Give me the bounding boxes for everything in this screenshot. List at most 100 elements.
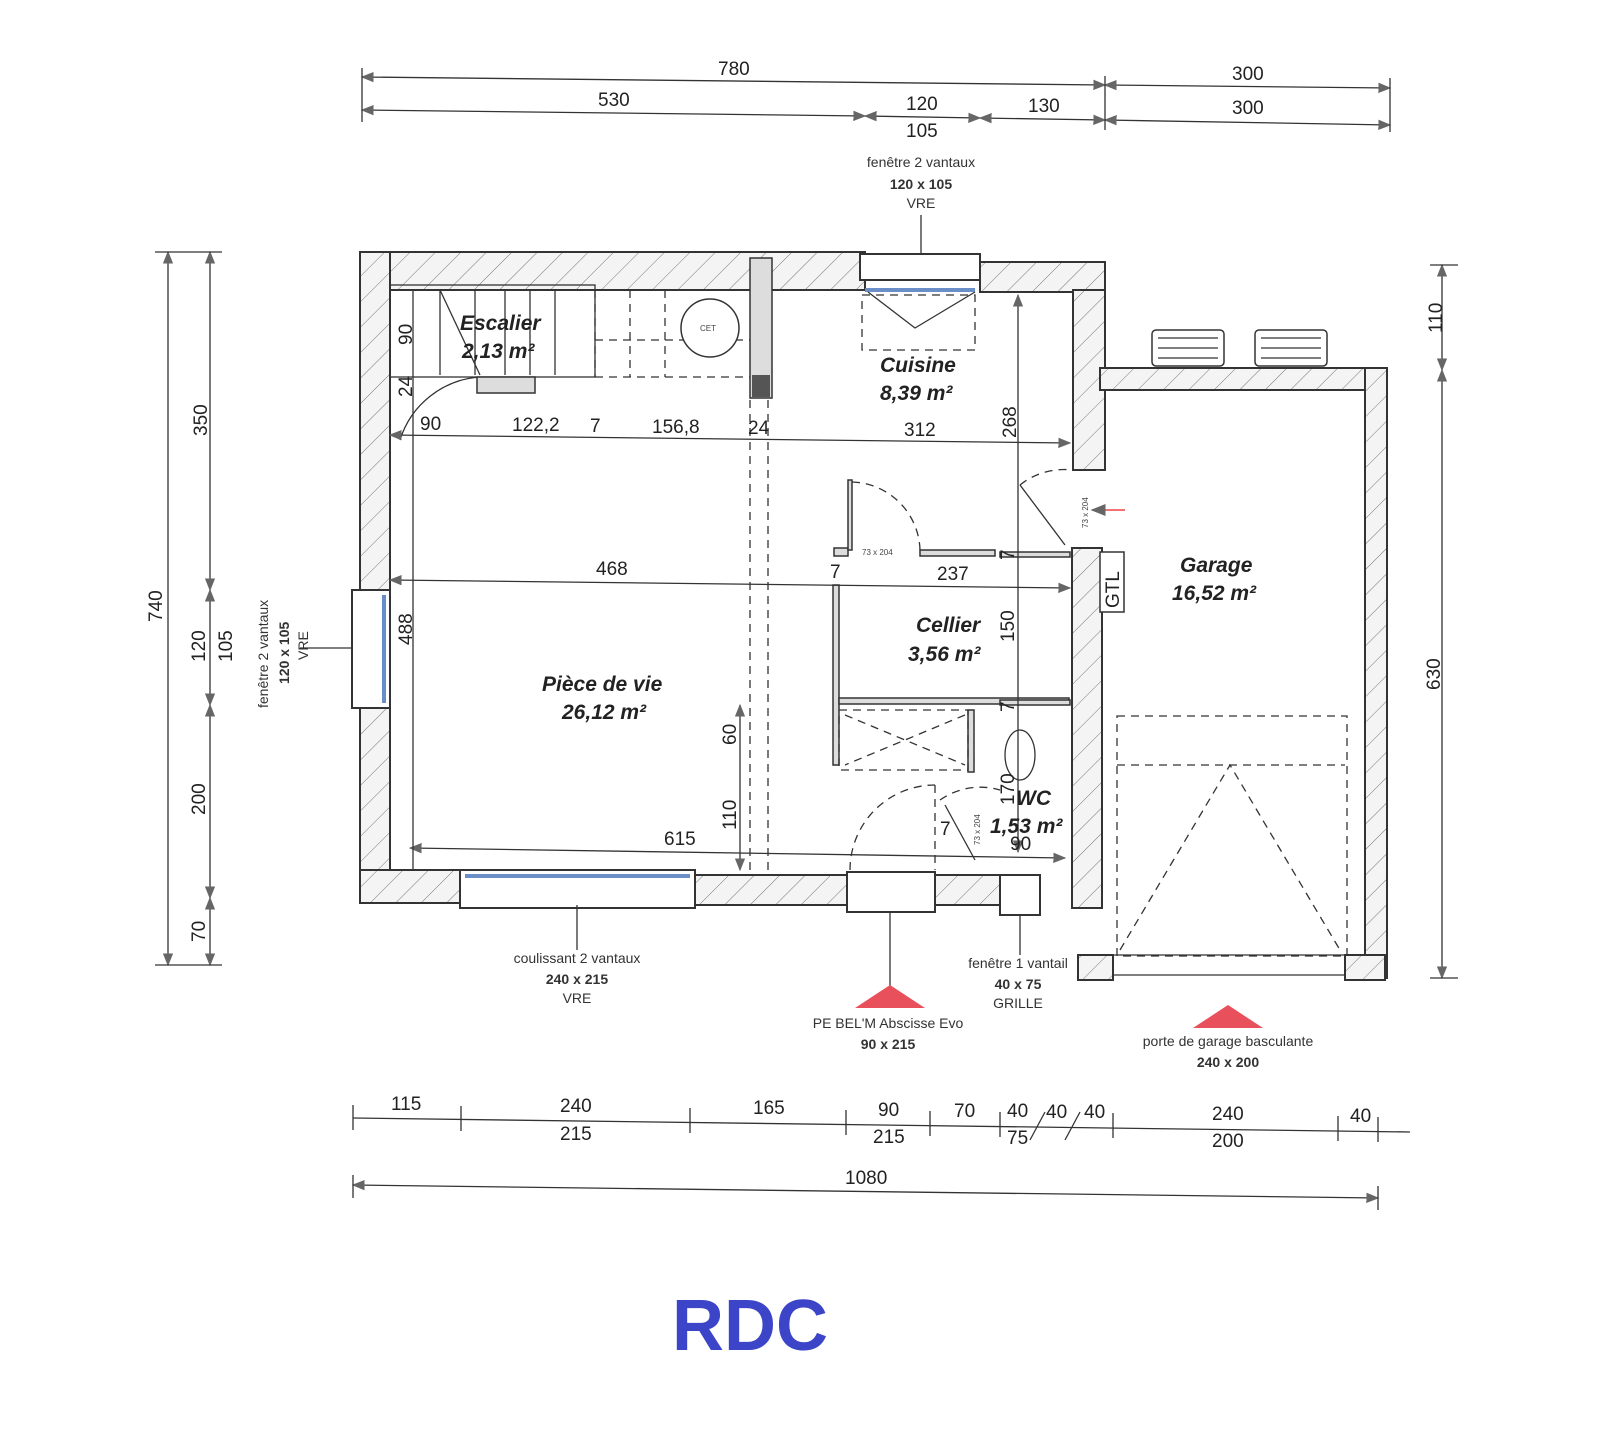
top-dimensions: 780 300 530 120 105 130 300: [360, 59, 1392, 142]
dim-90-wc: 90: [1010, 834, 1031, 855]
left-window-size: 120 x 105: [276, 622, 292, 684]
dim-110: 110: [720, 800, 741, 830]
room-piece-de-vie-area: 26,12 m²: [561, 701, 647, 724]
room-cellier-area: 3,56 m²: [908, 643, 981, 666]
dim-bottom-215: 215: [560, 1124, 592, 1145]
heat-pump-unit-icon: [1254, 329, 1328, 367]
entry-door-marker-icon: [855, 985, 925, 1008]
dim-7-b: 7: [830, 562, 841, 583]
sliding-door-size: 240 x 215: [546, 971, 608, 987]
dim-468: 468: [596, 559, 628, 580]
room-cuisine-area: 8,39 m²: [880, 382, 953, 405]
dim-130: 130: [1028, 96, 1060, 117]
gtl-panel: GTL: [1099, 551, 1125, 613]
door-size-label: 73 x 204: [862, 548, 893, 557]
gtl-label: GTL: [1103, 571, 1124, 608]
dim-bottom-165: 165: [753, 1098, 785, 1119]
dim-bottom-240: 240: [560, 1096, 592, 1117]
dim-7-c: 7: [998, 549, 1019, 560]
dim-90: 90: [420, 414, 441, 435]
dim-615: 615: [664, 829, 696, 850]
house-walls: [351, 251, 1106, 916]
dim-156-8: 156,8: [652, 417, 700, 438]
sliding-door-type: coulissant 2 vantaux: [514, 950, 641, 966]
garage-door-marker-icon: [1193, 1005, 1263, 1028]
dim-122-2: 122,2: [512, 415, 560, 436]
room-cellier-name: Cellier: [916, 614, 982, 637]
cet-water-heater-icon: CET: [680, 298, 740, 358]
dim-530: 530: [598, 90, 630, 111]
room-wc-name: WC: [1016, 787, 1052, 810]
room-garage-name: Garage: [1180, 554, 1253, 577]
dim-7-e: 7: [940, 819, 951, 840]
garage-door-type: porte de garage basculante: [1143, 1033, 1314, 1049]
cet-label: CET: [700, 324, 716, 333]
dim-7-d: 7: [998, 701, 1019, 712]
room-escalier-name: Escalier: [460, 312, 542, 335]
dim-bottom-75: 75: [1007, 1128, 1028, 1149]
dim-bottom-115: 115: [391, 1094, 421, 1115]
partitions: [389, 284, 1073, 871]
dim-stair-24: 24: [396, 375, 417, 397]
dim-630: 630: [1424, 658, 1445, 690]
wc-window-type: fenêtre 1 vantail: [968, 955, 1068, 971]
dim-bottom-215-door: 215: [873, 1127, 905, 1148]
entry-door-size: 90 x 215: [861, 1036, 916, 1052]
dim-268: 268: [1000, 406, 1021, 438]
left-window-type: fenêtre 2 vantaux: [255, 600, 271, 708]
dim-bottom-1080: 1080: [845, 1168, 887, 1189]
dim-bottom-40-b: 40: [1046, 1102, 1067, 1123]
dim-bottom-90: 90: [878, 1100, 899, 1121]
wc-window-option: GRILLE: [993, 995, 1043, 1011]
room-garage-area: 16,52 m²: [1172, 582, 1257, 605]
left-window-option: VRE: [295, 631, 311, 660]
sliding-door-option: VRE: [563, 990, 592, 1006]
dim-110-right: 110: [1426, 303, 1447, 333]
window-option: VRE: [907, 195, 936, 211]
room-escalier-area: 2,13 m²: [461, 340, 535, 363]
dim-bottom-40-d: 40: [1350, 1106, 1371, 1127]
dim-120: 120: [906, 94, 938, 115]
dim-780: 780: [718, 59, 750, 80]
interior-dimensions: 90 24 90 122,2 7 156,8 24 312 268 468 7 …: [388, 290, 1072, 872]
wc-window-size: 40 x 75: [995, 976, 1042, 992]
dim-150: 150: [998, 610, 1019, 642]
dim-170: 170: [998, 773, 1019, 805]
dim-stair-90: 90: [396, 324, 417, 345]
room-cuisine-name: Cuisine: [880, 354, 956, 377]
floor-title: RDC: [672, 1286, 828, 1366]
window-type: fenêtre 2 vantaux: [867, 154, 975, 170]
right-dimensions: 110 630: [1424, 263, 1458, 980]
door-size-label: 73 x 204: [1081, 497, 1090, 528]
garage-walls: [1077, 329, 1388, 981]
dim-7: 7: [590, 416, 601, 437]
dim-60: 60: [720, 724, 741, 745]
dim-24: 24: [748, 418, 770, 439]
dim-bottom-200: 200: [1212, 1131, 1244, 1152]
dim-300-top: 300: [1232, 64, 1264, 85]
kitchen-window-label: fenêtre 2 vantaux 120 x 105 VRE: [867, 154, 975, 278]
room-wc-area: 1,53 m²: [990, 815, 1063, 838]
dim-bottom-240-garage: 240: [1212, 1104, 1244, 1125]
dim-bottom-70: 70: [954, 1101, 975, 1122]
left-dimensions: 740 350 120 105 200 70 fenêtre 2 vantaux…: [146, 250, 372, 967]
room-piece-de-vie-name: Pièce de vie: [542, 673, 663, 696]
dim-200-left: 200: [189, 783, 210, 815]
dim-488: 488: [396, 613, 417, 645]
dim-105-left: 105: [216, 630, 237, 662]
heat-pump-unit-icon: [1151, 329, 1225, 367]
dim-bottom-40-a: 40: [1007, 1101, 1028, 1122]
dim-237: 237: [937, 564, 969, 585]
dim-bottom-40-c: 40: [1084, 1102, 1105, 1123]
dim-120-left: 120: [189, 630, 210, 662]
bottom-dimensions: 115 240 215 165 90 215 70 40 75 40 40 24…: [351, 1094, 1411, 1210]
dim-740: 740: [146, 590, 167, 622]
garage-door-size: 240 x 200: [1197, 1054, 1259, 1070]
dim-312: 312: [904, 420, 936, 441]
dim-70-left: 70: [189, 921, 210, 942]
dim-300-bottom: 300: [1232, 98, 1264, 119]
window-size: 120 x 105: [890, 176, 952, 192]
dim-105: 105: [906, 121, 938, 142]
dim-350: 350: [191, 404, 212, 436]
